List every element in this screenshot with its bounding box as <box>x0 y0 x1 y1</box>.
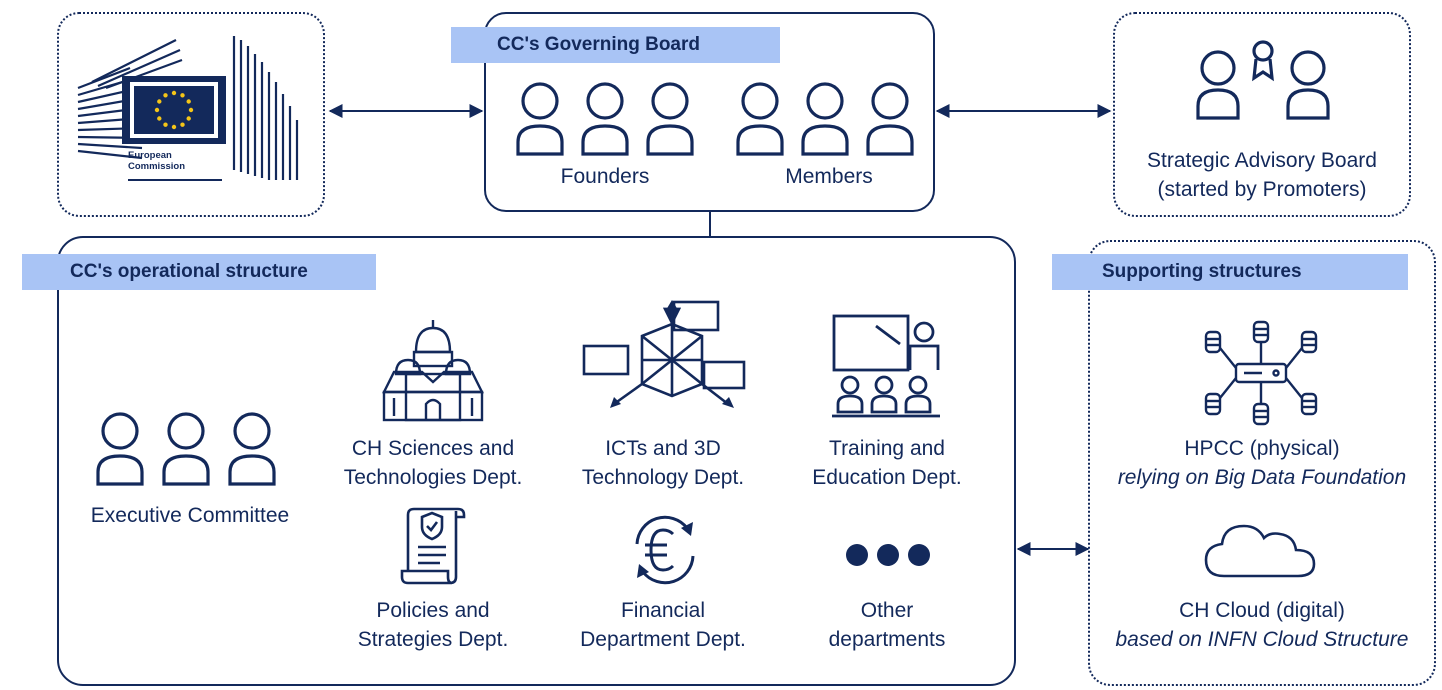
hpcc-label-line1: HPCC (physical) <box>1184 437 1340 460</box>
eu-star <box>154 107 160 113</box>
dept-ch-sciences-line2: Technologies Dept. <box>343 466 523 489</box>
ec-building-icon <box>77 36 299 181</box>
advisory-board-people-icon <box>1196 40 1330 120</box>
executive-committee-people-icon <box>96 412 276 486</box>
executive-committee-label: Executive Committee <box>90 504 290 527</box>
advisory-board-label-line1: Strategic Advisory Board <box>1147 149 1377 172</box>
dept-training-line1: Training and <box>829 437 945 460</box>
members-label: Members <box>785 165 873 188</box>
operational-structure-box <box>57 236 1016 686</box>
ec-logo-line2: Commission <box>128 161 186 172</box>
supporting-structures-box <box>1088 240 1436 686</box>
advisory-board-box <box>1113 12 1411 217</box>
operational-header-band <box>22 254 376 290</box>
advisory-board-label-line2: (started by Promoters) <box>1157 178 1367 201</box>
governing-board-header-band <box>451 27 780 63</box>
founders-people-icon <box>516 82 694 156</box>
dept-other-line1: Other <box>860 599 914 622</box>
eu-star <box>171 90 177 96</box>
classroom-icon <box>832 314 940 418</box>
dept-financial-line2: Department Dept. <box>580 628 746 651</box>
dept-training-line2: Education Dept. <box>812 466 962 489</box>
dept-icts-line2: Technology Dept. <box>581 466 745 489</box>
supporting-structures-title: Supporting structures <box>1102 261 1302 282</box>
ec-logo-line1: European <box>128 150 172 161</box>
eu-star <box>180 122 185 127</box>
eu-star <box>171 124 177 130</box>
governing-board-box <box>484 12 935 212</box>
eu-stars-icon <box>154 90 194 130</box>
european-commission-box <box>57 12 325 217</box>
eu-star <box>186 116 191 121</box>
european-commission-logo <box>72 30 312 195</box>
server-network-icon <box>1204 320 1318 426</box>
hpcc-label-line2: relying on Big Data Foundation <box>1117 466 1407 489</box>
eu-star <box>163 122 168 127</box>
ellipsis-icon <box>846 544 930 566</box>
ch-cloud-label-line1: CH Cloud (digital) <box>1179 599 1345 622</box>
members-people-icon <box>736 82 914 156</box>
dept-policies-line1: Policies and <box>376 599 490 622</box>
eu-star <box>180 93 185 98</box>
scroll-shield-icon <box>400 507 466 585</box>
eu-star <box>163 93 168 98</box>
dept-other-line2: departments <box>828 628 946 651</box>
euro-cycle-icon <box>635 515 695 585</box>
dept-ch-sciences-line1: CH Sciences and <box>351 437 515 460</box>
eu-star <box>157 116 162 121</box>
eu-star <box>186 99 191 104</box>
dept-icts-line1: ICTs and 3D <box>605 437 721 460</box>
operational-structure-title: CC's operational structure <box>70 261 308 282</box>
governing-board-title: CC's Governing Board <box>497 34 700 55</box>
eu-star <box>188 107 194 113</box>
dept-policies-line2: Strategies Dept. <box>357 628 509 651</box>
supporting-header-band <box>1052 254 1408 290</box>
cloud-icon <box>1204 524 1316 578</box>
cathedral-icon <box>382 320 484 422</box>
ch-cloud-label-line2: based on INFN Cloud Structure <box>1115 628 1409 651</box>
eu-star <box>157 99 162 104</box>
cube-3d-icon <box>582 300 746 408</box>
founders-label: Founders <box>560 165 650 188</box>
dept-financial-line1: Financial <box>620 599 706 622</box>
